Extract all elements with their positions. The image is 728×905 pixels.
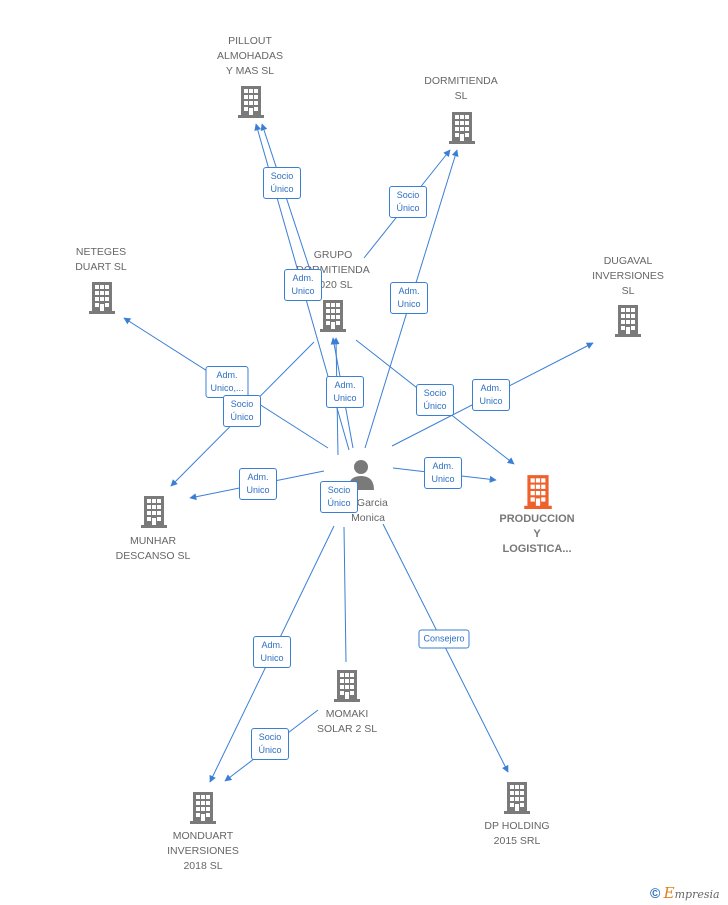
copyright-symbol: © (650, 885, 661, 901)
edge-label-socio-unico[interactable]: Socio Único (223, 395, 261, 427)
node-label-dormitienda[interactable]: DORMITIENDA SL (424, 75, 498, 102)
edge-label-socio-unico[interactable]: Socio Único (251, 728, 289, 760)
building-icon (190, 792, 216, 824)
node-label-person[interactable]: ...Garcia Monica (348, 497, 388, 524)
node-label-dpholding[interactable]: DP HOLDING 2015 SRL (484, 820, 550, 847)
edge-label-consejero[interactable]: Consejero (418, 629, 470, 649)
building-icon (238, 86, 264, 118)
brand-logo-initial: E (663, 884, 675, 902)
edge-label-adm-unico[interactable]: Adm. Unico (390, 282, 428, 314)
node-label-pillout[interactable]: PILLOUT ALMOHADAS Y MAS SL (217, 35, 283, 77)
edges-layer (123, 123, 594, 783)
node-label-dugaval[interactable]: DUGAVAL INVERSIONES SL (592, 255, 664, 297)
edge-label-socio-unico[interactable]: Socio Único (263, 167, 301, 199)
edge-label-adm-unico[interactable]: Adm. Unico (284, 269, 322, 301)
edge-label-adm-unico[interactable]: Adm. Unico (424, 457, 462, 489)
node-label-produccion[interactable]: PRODUCCION Y LOGISTICA... (499, 513, 575, 555)
building-icon (141, 496, 167, 528)
brand-logo-text: mpresia (674, 888, 720, 901)
edge-label-adm-unico[interactable]: Adm. Unico (326, 376, 364, 408)
edge-person-momaki (343, 526, 347, 663)
building-icon (504, 782, 530, 814)
building-icon (89, 282, 115, 314)
building-icon (449, 112, 475, 144)
edge-label-adm-unico[interactable]: Adm. Unico (253, 636, 291, 668)
building-icon (320, 300, 346, 332)
node-label-momaki[interactable]: MOMAKI SOLAR 2 SL (316, 708, 378, 735)
node-label-munhar[interactable]: MUNHAR DESCANSO SL (115, 535, 191, 562)
brand-footer: © Empresia (650, 884, 720, 902)
building-icon (524, 475, 552, 509)
edge-label-socio-unico[interactable]: Socio Único (416, 384, 454, 416)
edge-grupo-pillout (260, 123, 315, 283)
building-icon (615, 305, 641, 337)
node-label-monduart[interactable]: MONDUART INVERSIONES 2018 SL (167, 830, 239, 872)
node-label-neteges[interactable]: NETEGES DUART SL (75, 246, 127, 273)
edge-label-adm-unico-more[interactable]: Adm. Unico,... (205, 366, 249, 398)
building-icon (334, 670, 360, 702)
edge-label-adm-unico[interactable]: Adm. Unico (239, 468, 277, 500)
edge-label-socio-unico[interactable]: Socio Único (320, 481, 358, 513)
edge-label-adm-unico[interactable]: Adm. Unico (472, 379, 510, 411)
edge-label-socio-unico[interactable]: Socio Único (389, 186, 427, 218)
